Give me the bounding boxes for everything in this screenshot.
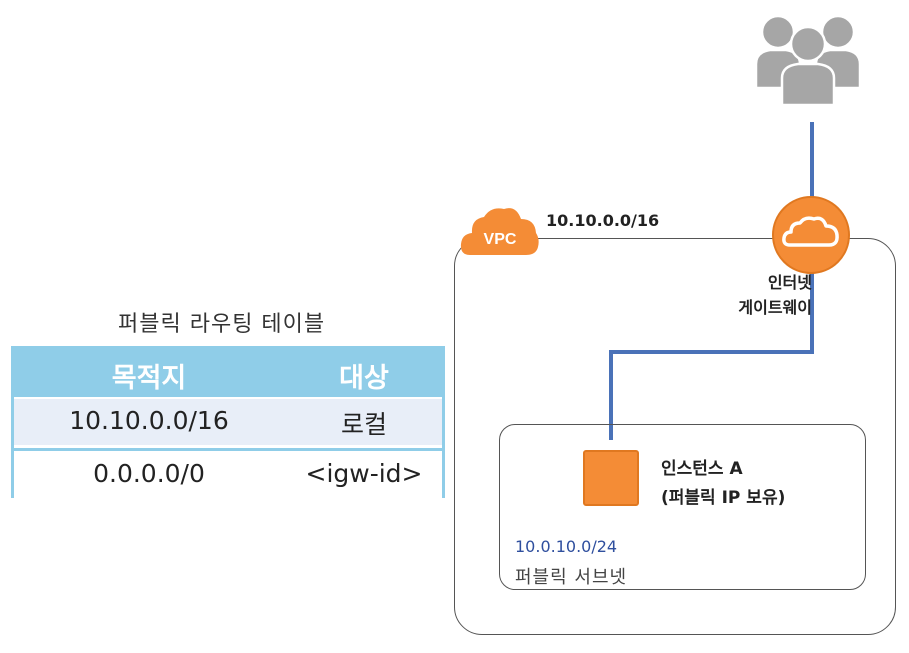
row-destination: 0.0.0.0/0 (93, 459, 205, 488)
table-row: 0.0.0.0/0 <igw-id> (14, 448, 442, 498)
subnet-cidr: 10.0.10.0/24 (515, 537, 618, 556)
igw-label-line1: 인터넷 (767, 273, 812, 292)
internet-gateway-icon (772, 196, 850, 274)
instance-label: 인스턴스 A (퍼블릭 IP 보유) (661, 455, 785, 513)
instance-label-line2: (퍼블릭 IP 보유) (661, 488, 786, 508)
header-target: 대상 (339, 363, 389, 394)
igw-to-instance-line (609, 270, 814, 440)
route-table-header: 목적지 대상 (14, 349, 442, 397)
vpc-badge-label: VPC (484, 231, 517, 248)
igw-label: 인터넷 게이트웨이 (662, 270, 812, 320)
vpc-boundary (454, 238, 896, 635)
users-icon (754, 14, 862, 106)
route-table-title: 퍼블릭 라우팅 테이블 (118, 312, 326, 337)
vpc-cloud-icon: VPC (460, 208, 539, 255)
igw-label-line2: 게이트웨이 (738, 298, 812, 317)
route-table: 목적지 대상 10.10.0.0/16 로컬 0.0.0.0/0 <igw-id… (11, 346, 445, 498)
table-row: 10.10.0.0/16 로컬 (14, 399, 442, 445)
row-destination: 10.10.0.0/16 (69, 406, 229, 435)
row-target: 로컬 (340, 410, 387, 439)
subnet-name: 퍼블릭 서브넷 (515, 567, 628, 588)
vpc-cidr: 10.10.0.0/16 (546, 211, 660, 230)
header-destination: 목적지 (111, 363, 187, 394)
ec2-instance-icon (583, 450, 639, 506)
instance-label-line1: 인스턴스 A (661, 459, 743, 479)
public-subnet-boundary (499, 424, 866, 590)
row-target: <igw-id> (305, 459, 423, 488)
